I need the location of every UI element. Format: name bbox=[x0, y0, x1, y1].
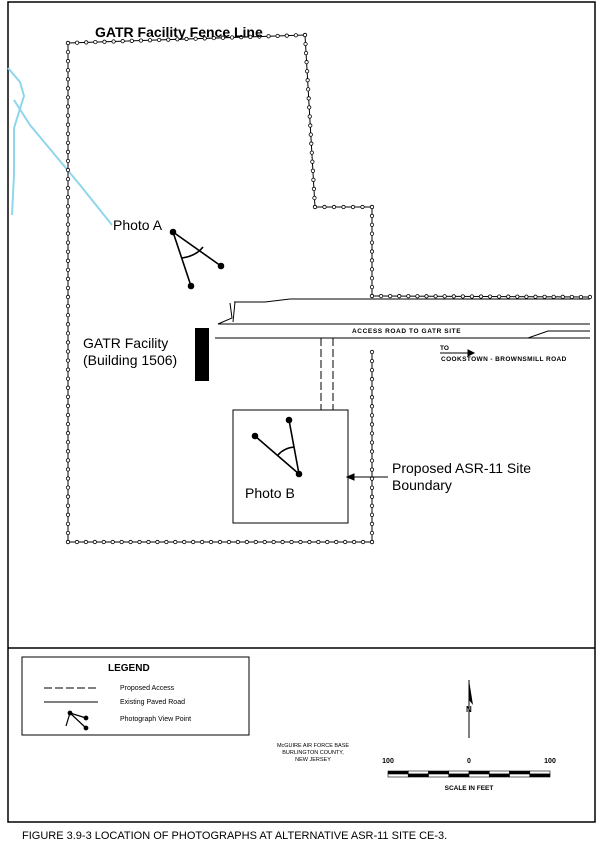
proposed-site-boundary-label: Boundary bbox=[392, 477, 452, 493]
scale-bar: 100 0 100 SCALE IN FEET bbox=[382, 758, 556, 792]
building-label: (Building 1506) bbox=[83, 352, 177, 368]
fence-line-label: GATR Facility Fence Line bbox=[95, 24, 263, 40]
legend-viewpoint-label: Photograph View Point bbox=[120, 716, 191, 723]
fence-line bbox=[65, 32, 593, 545]
stream bbox=[7, 67, 113, 226]
proposed-site-label: Proposed ASR-11 Site bbox=[392, 460, 531, 476]
figure-caption: FIGURE 3.9-3 LOCATION OF PHOTOGRAPHS AT … bbox=[22, 830, 447, 842]
legend-proposed-access-label: Proposed Access bbox=[120, 685, 175, 692]
site-boundary bbox=[232, 409, 349, 524]
access-road bbox=[215, 298, 590, 339]
legend-box bbox=[21, 656, 250, 736]
photo-a-label: Photo A bbox=[113, 217, 163, 233]
legend-viewpoint-icon bbox=[65, 710, 89, 731]
scale-caption: SCALE IN FEET bbox=[445, 785, 494, 792]
scale-tick-right: 100 bbox=[544, 758, 556, 765]
north-arrow: N bbox=[466, 680, 473, 738]
scale-tick-left: 100 bbox=[382, 758, 394, 765]
gatr-facility-label: GATR Facility bbox=[83, 335, 168, 351]
to-label: TO bbox=[440, 345, 449, 352]
location-line1: McGUIRE AIR FORCE BASE bbox=[277, 743, 349, 749]
photo-a-viewpoint bbox=[169, 228, 225, 290]
photo-b-viewpoint bbox=[251, 416, 303, 478]
access-road-label: ACCESS ROAD TO GATR SITE bbox=[352, 328, 461, 335]
legend: LEGEND Proposed Access Existing Paved Ro… bbox=[21, 656, 250, 736]
scale-tick-zero: 0 bbox=[467, 758, 471, 765]
cookstown-road-label: COOKSTOWN - BROWNSMILL ROAD bbox=[441, 356, 567, 363]
north-letter: N bbox=[466, 705, 472, 714]
legend-paved-road-label: Existing Paved Road bbox=[120, 699, 185, 706]
photo-b-label: Photo B bbox=[245, 485, 295, 501]
to-arrow bbox=[440, 349, 476, 357]
figure-border bbox=[7, 1, 596, 823]
gatr-building bbox=[195, 328, 209, 381]
location-line3: NEW JERSEY bbox=[295, 757, 331, 763]
location-line2: BURLINGTON COUNTY, bbox=[282, 750, 344, 756]
legend-title: LEGEND bbox=[108, 663, 150, 674]
proposed-access bbox=[320, 338, 334, 410]
site-boundary-arrow bbox=[345, 473, 388, 481]
scale-bar-blocks bbox=[387, 770, 551, 778]
